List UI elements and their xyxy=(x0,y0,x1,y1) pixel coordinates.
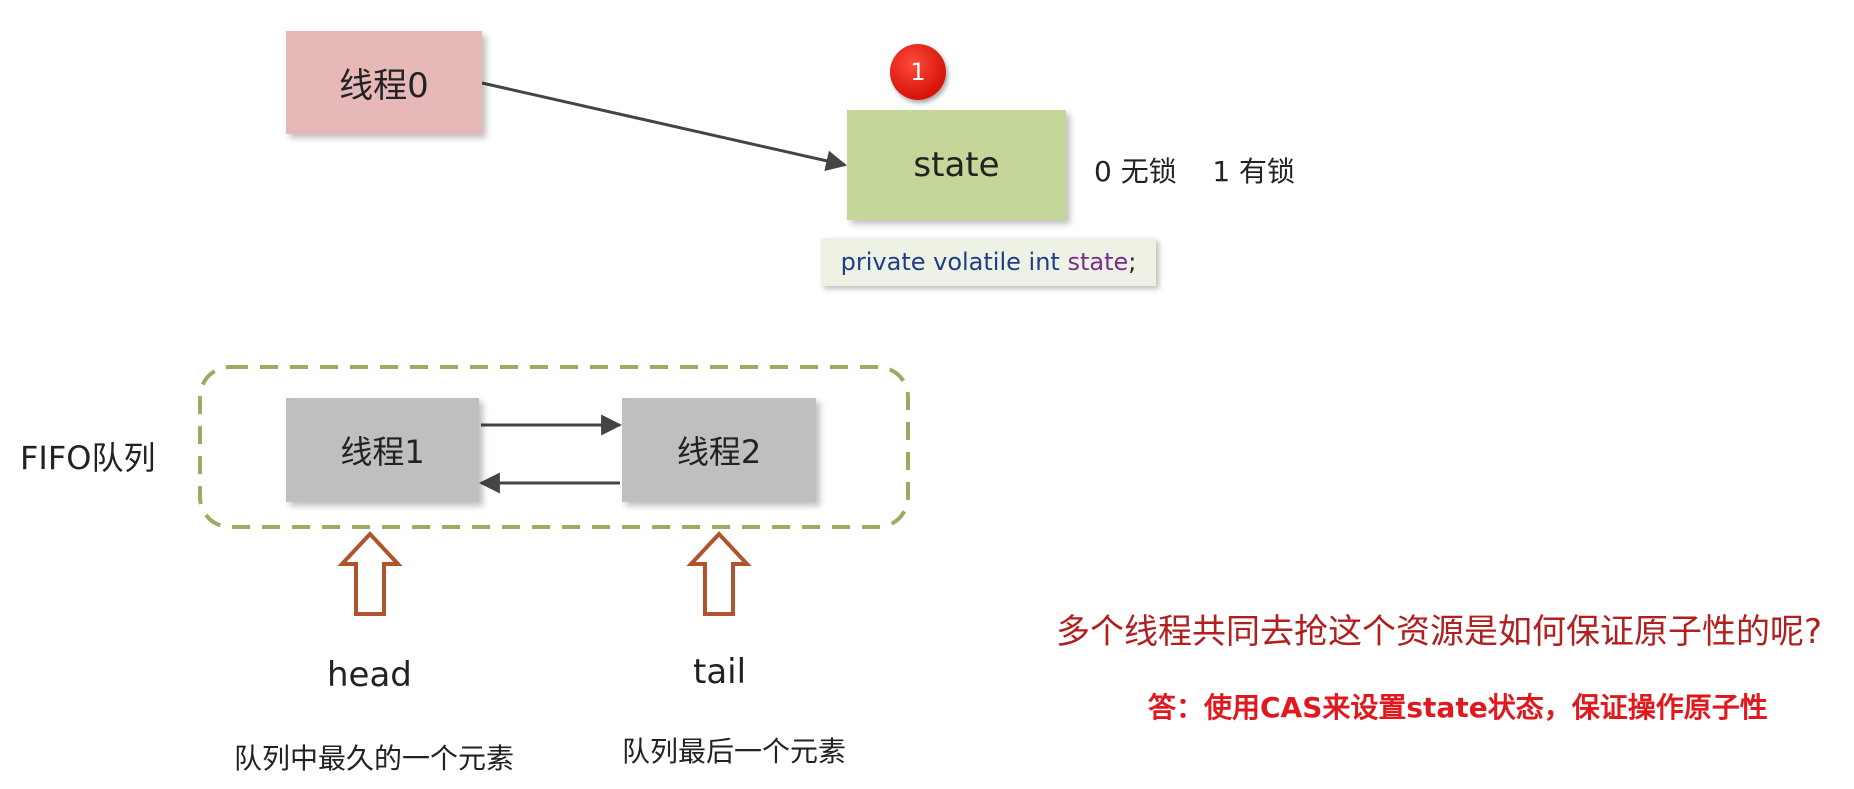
state-label: state xyxy=(913,145,1000,185)
thread0-to-state-arrow xyxy=(481,81,848,172)
tail-label: tail xyxy=(693,652,747,692)
tail-pointer-icon xyxy=(686,531,752,616)
head-description: 队列中最久的一个元素 xyxy=(234,742,515,775)
answer-text: 答：使用CAS来设置state状态，保证操作原子性 xyxy=(1148,691,1768,724)
head-pointer-icon xyxy=(337,531,403,616)
fifo-queue-label: FIFO队列 xyxy=(20,439,156,477)
step-badge: 1 xyxy=(890,44,946,100)
thread1-label: 线程1 xyxy=(340,433,425,471)
head-label: head xyxy=(327,655,412,695)
code-variable: state xyxy=(1067,248,1129,276)
thread0-box: 线程0 xyxy=(286,31,482,134)
state-box: state xyxy=(847,110,1066,220)
thread2-box: 线程2 xyxy=(622,398,816,502)
thread2-label: 线程2 xyxy=(676,433,762,471)
tail-description: 队列最后一个元素 xyxy=(622,735,847,768)
state-legend: 0 无锁 1 有锁 xyxy=(1094,150,1295,190)
code-modifiers: private volatile int xyxy=(840,248,1068,276)
step-badge-number: 1 xyxy=(910,58,926,86)
code-terminator: ; xyxy=(1128,248,1137,276)
thread0-label: 线程0 xyxy=(339,66,429,106)
question-text: 多个线程共同去抢这个资源是如何保证原子性的呢? xyxy=(1056,612,1823,652)
state-legend-text: 0 无锁 1 有锁 xyxy=(1094,155,1296,188)
thread1-box: 线程1 xyxy=(286,398,479,502)
code-snippet: private volatile int state; xyxy=(821,238,1156,286)
